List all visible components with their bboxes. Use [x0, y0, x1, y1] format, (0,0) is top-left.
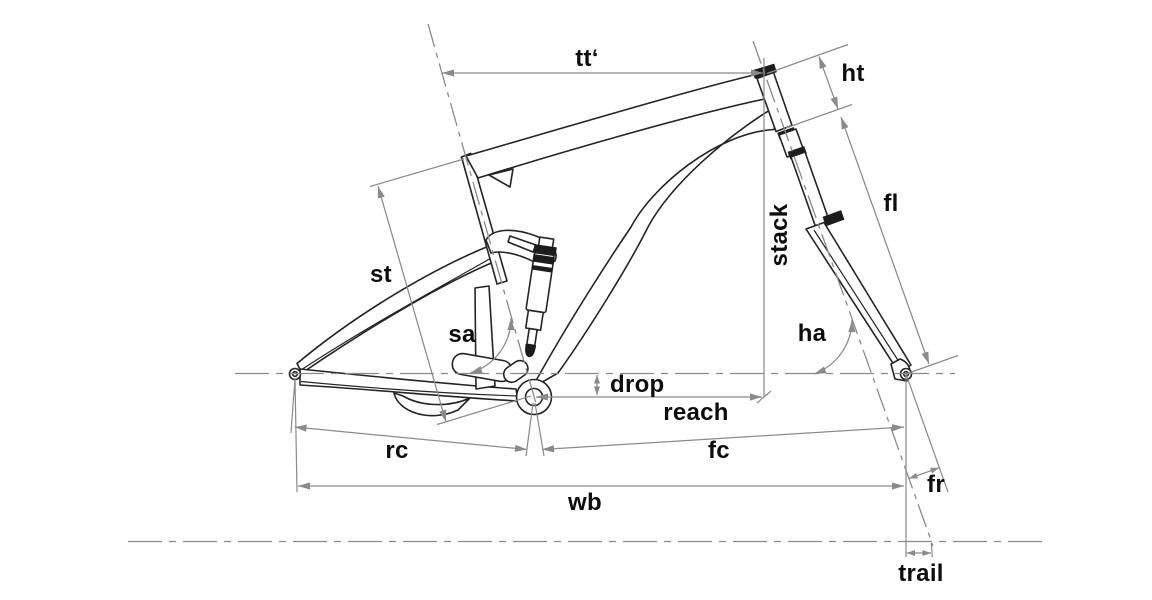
label-trail: trail: [898, 560, 944, 587]
label-drop: drop: [610, 371, 665, 398]
seat-top-extension: [369, 158, 465, 188]
label-tt: tt‘: [575, 45, 599, 72]
label-ha: ha: [798, 320, 827, 347]
rake-parallel-line: [905, 373, 949, 493]
label-wb: wb: [567, 489, 602, 516]
dim-fr-line: [908, 467, 940, 480]
shock-lower-body: [524, 309, 545, 332]
centerlines: [128, 23, 1042, 547]
reach-end-slash: [756, 390, 772, 404]
shock-ring-2: [531, 264, 553, 273]
dim-rc-line: [294, 424, 528, 452]
label-fr: fr: [927, 471, 945, 498]
head-bottom-extension: [785, 103, 853, 129]
dim-ht-line: [818, 56, 839, 110]
label-stack: stack: [766, 203, 793, 266]
shock-ring-1: [532, 254, 555, 265]
trail-axis-stub: [930, 542, 933, 558]
shock-eyelet: [525, 343, 537, 358]
shock-shaft: [526, 327, 538, 347]
dimension-lines: [294, 56, 940, 556]
head-top-extension: [766, 43, 849, 75]
rear-axle-extension-wb: [294, 377, 298, 493]
rear-shock: [524, 236, 557, 358]
front-axle-perp-extension: [905, 354, 959, 375]
seat-tube-axis: [427, 23, 538, 408]
label-ht: ht: [841, 60, 864, 87]
bb-extension-rc: [525, 402, 534, 457]
extension-lines: [290, 43, 959, 558]
seat-cluster-cutout: [488, 168, 514, 188]
top-tube: [465, 72, 775, 179]
bb-seat-perp-extension: [436, 395, 532, 426]
dimension-labels: tt‘ ht fl stack ha sa st drop reach fc r…: [370, 45, 945, 587]
dim-ha-arc: [813, 319, 856, 375]
label-st: st: [370, 261, 392, 288]
dim-st-line: [377, 185, 447, 423]
rear-axle-extension-rc: [290, 377, 296, 434]
dim-sa-arc: [469, 317, 515, 374]
label-fl: fl: [883, 190, 898, 217]
label-reach: reach: [663, 399, 729, 426]
dim-fc-line: [541, 424, 905, 453]
fork-lower-leg: [805, 221, 912, 374]
label-rc: rc: [385, 437, 408, 464]
dim-fl-line: [840, 116, 930, 365]
rocker-slot: [507, 235, 537, 253]
label-sa: sa: [448, 321, 476, 348]
label-fc: fc: [708, 437, 730, 464]
